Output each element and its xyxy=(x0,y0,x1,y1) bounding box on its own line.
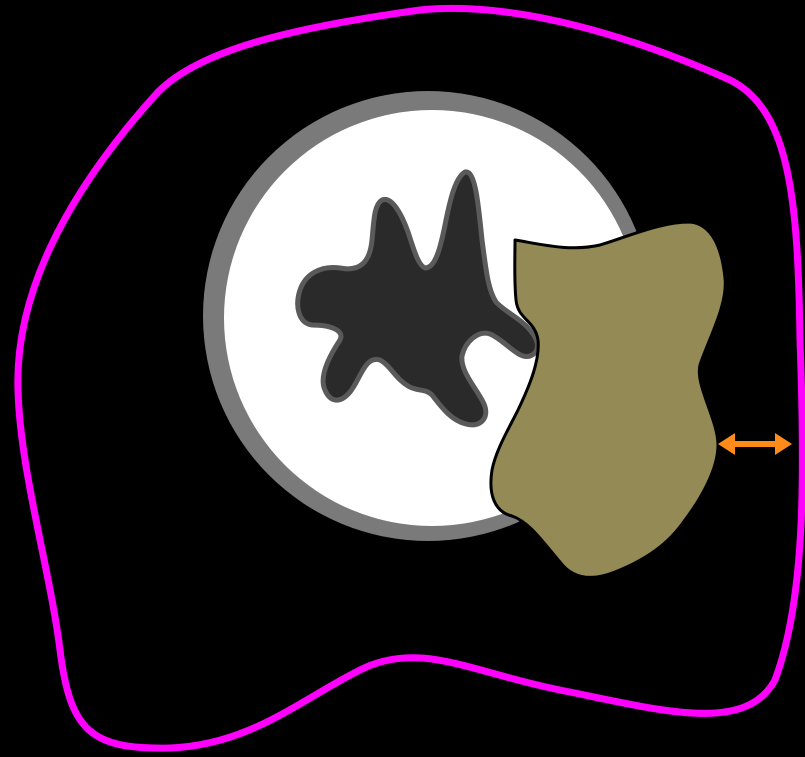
tan-shape xyxy=(491,222,725,577)
arrow-head-left xyxy=(718,433,735,455)
arrow-head-right xyxy=(775,433,792,455)
double-headed-arrow-icon xyxy=(718,433,792,455)
